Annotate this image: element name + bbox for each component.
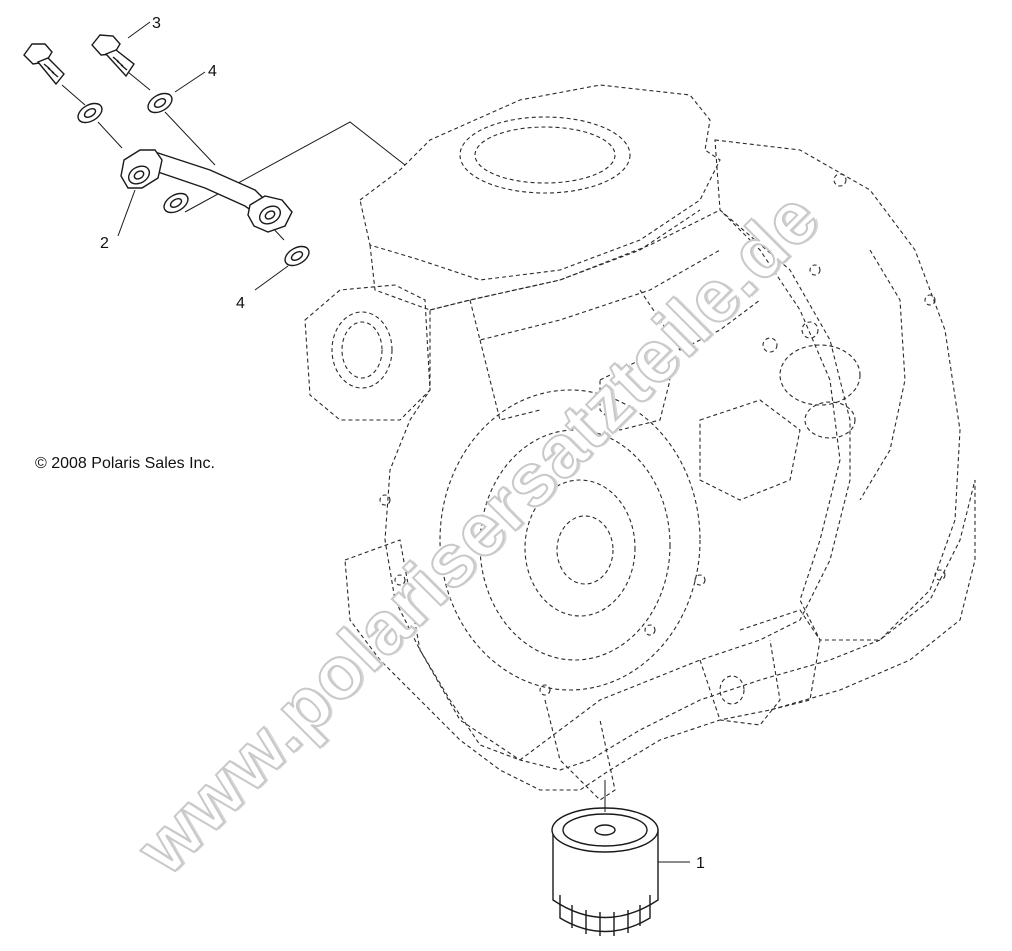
copyright-notice: © 2008 Polaris Sales Inc. — [35, 455, 215, 472]
banjo-oil-pipe — [120, 149, 293, 233]
callout-3: 3 — [152, 15, 161, 32]
leader-pipe-to-engine — [184, 121, 406, 213]
sealing-washer-top-right — [147, 92, 173, 114]
sealing-washer-top-left — [77, 102, 103, 124]
banjo-bolt-left — [23, 43, 65, 86]
callout-2: 2 — [100, 235, 109, 252]
engine-block-outline — [304, 84, 976, 801]
callout-4-top: 4 — [208, 63, 217, 80]
sealing-washer-mid — [163, 192, 189, 214]
banjo-bolt-right — [91, 34, 135, 78]
oil-filter — [551, 807, 659, 936]
sealing-washer-bottom — [284, 245, 310, 267]
callout-1: 1 — [696, 855, 705, 872]
callout-4-bottom: 4 — [236, 295, 245, 312]
